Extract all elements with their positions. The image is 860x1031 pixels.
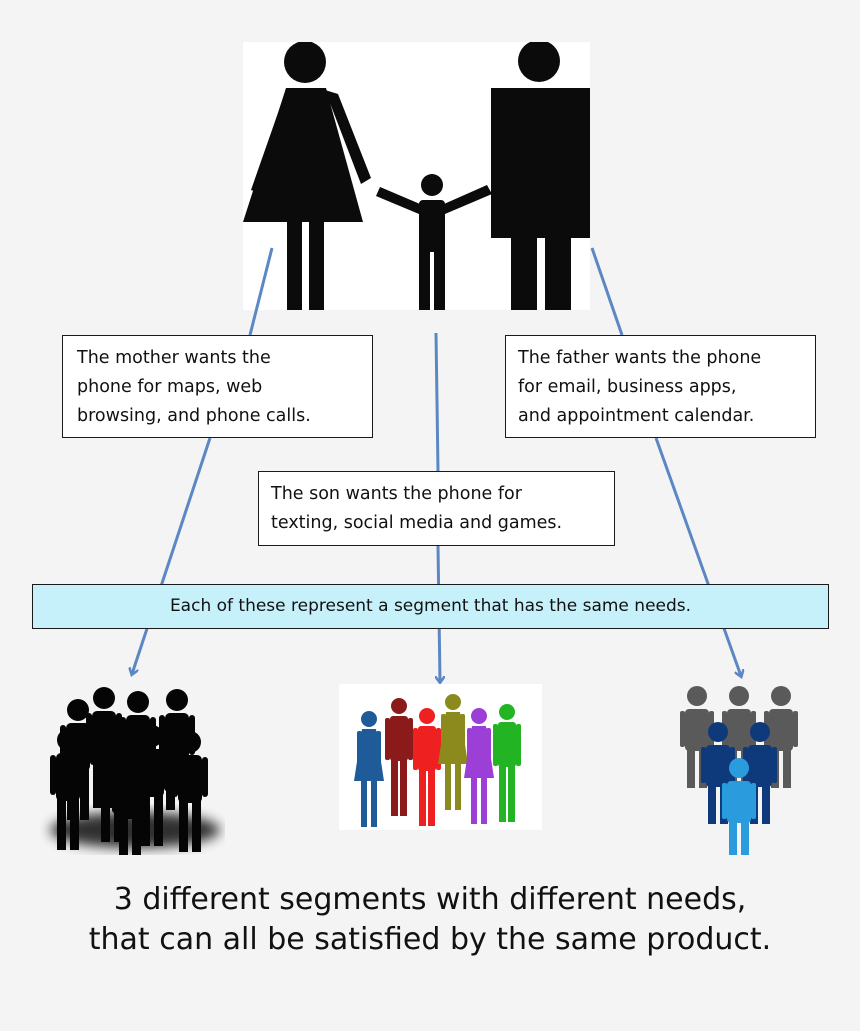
family-silhouette-image xyxy=(243,42,590,310)
son-connector xyxy=(436,333,438,471)
business-group-image xyxy=(670,680,805,855)
colorful-crowd-image xyxy=(339,684,542,830)
father-needs-callout: The father wants the phone for email, bu… xyxy=(505,335,816,438)
black-crowd-image xyxy=(40,680,225,855)
segment-banner: Each of these represent a segment that h… xyxy=(32,584,829,629)
son-figure xyxy=(376,174,492,310)
conclusion-text: 3 different segments with different need… xyxy=(0,880,860,960)
father-arrow xyxy=(656,438,741,676)
mother-arrow xyxy=(132,438,210,674)
mother-needs-callout: The mother wants the phone for maps, web… xyxy=(62,335,373,438)
father-figure xyxy=(491,42,590,310)
father-connector xyxy=(592,248,622,335)
son-needs-callout: The son wants the phone for texting, soc… xyxy=(258,471,615,546)
mother-figure xyxy=(243,42,371,310)
